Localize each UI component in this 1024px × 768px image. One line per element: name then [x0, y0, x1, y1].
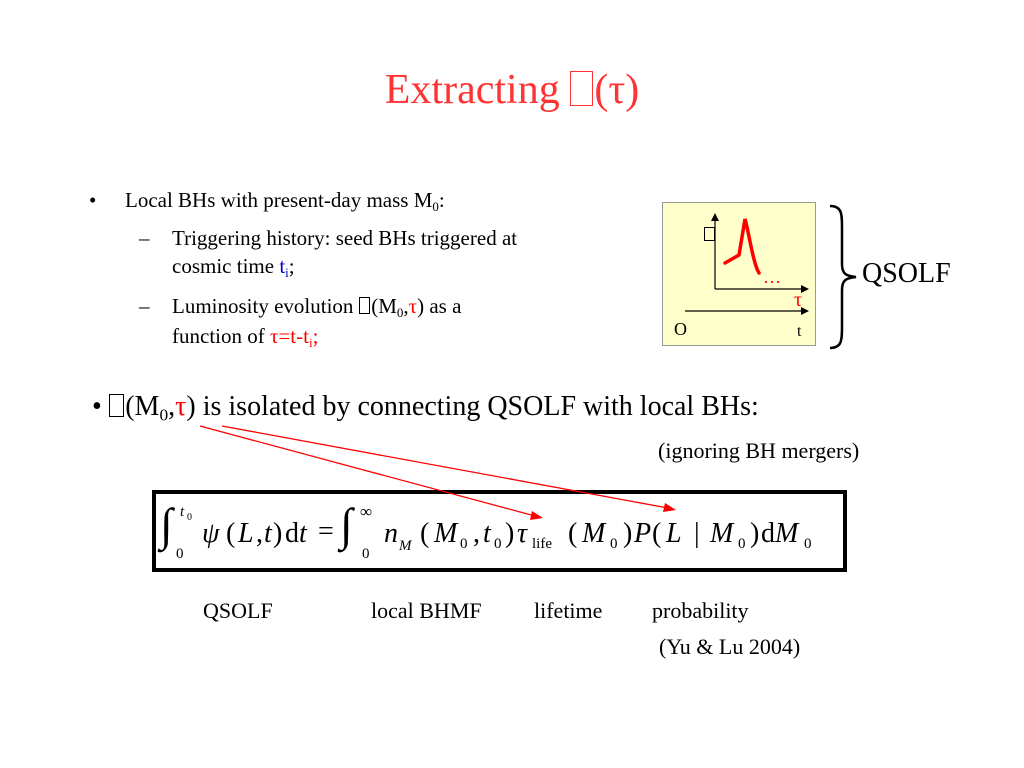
equals-sign: = [318, 516, 334, 547]
title-text: Extracting [384, 67, 571, 113]
lower-limit-zero: 0 [362, 546, 370, 562]
brace-label-qsolf: QSOLF [862, 258, 951, 289]
luminosity-curve [723, 218, 761, 275]
title-tau: τ [608, 67, 626, 113]
sub-bullet-luminosity: –Luminosity evolution (M0,τ) as a [139, 294, 462, 321]
integral-sign-left: ∫ [160, 499, 173, 550]
sub-bullet-triggering: –Triggering history: seed BHs triggered … [139, 226, 518, 250]
brace-icon [829, 204, 857, 350]
curve-dots: … [763, 267, 781, 287]
citation: (Yu & Lu 2004) [659, 634, 801, 659]
caption-lifetime: lifetime [534, 598, 603, 623]
sub-bullet-luminosity-line2: function of τ=t-ti; [172, 324, 319, 351]
sub-bullet-triggering-line2: cosmic time ti; [172, 254, 295, 281]
dash-glyph: – [139, 294, 150, 318]
psi-axis [711, 213, 809, 293]
arrow-head-probability [663, 503, 676, 512]
missing-glyph-icon [704, 227, 715, 241]
missing-glyph-icon [570, 71, 594, 106]
arrow-to-lifetime [199, 425, 536, 517]
missing-glyph-icon [358, 297, 371, 315]
bullet-glyph: • [92, 391, 102, 422]
diagram-origin-label: O [674, 319, 687, 339]
ignoring-note: (ignoring BH mergers) [658, 438, 860, 463]
bullet-glyph: • [89, 188, 97, 212]
missing-glyph-icon [108, 393, 125, 417]
slide-title: Extracting (τ) [384, 67, 640, 113]
psi-symbol: ψ [202, 518, 220, 549]
equation-box: ∫ t 0 0 ψ ( L , t ) d t = ∫ ∞ 0 n M ( M … [152, 490, 847, 572]
caption-probability: probability [652, 598, 749, 623]
upper-limit-t: t [180, 504, 185, 520]
dash-glyph: – [139, 226, 150, 250]
life-subscript: life [532, 536, 552, 552]
upper-limit-infinity: ∞ [360, 502, 373, 521]
caption-local-bhmf: local BHMF [371, 598, 482, 623]
lower-limit-zero: 0 [176, 546, 184, 562]
arrow-head-lifetime [530, 511, 543, 520]
bullet-local-bhs: •Local BHs with present-day mass M0: [89, 188, 445, 215]
conditional-bar: | [694, 518, 700, 549]
probability-P: P [634, 518, 652, 549]
caption-qsolf: QSOLF [203, 598, 273, 623]
upper-limit-sub: 0 [187, 512, 192, 523]
luminosity-diagram: … τ O t [662, 202, 816, 346]
tau-life-symbol: τ [517, 518, 528, 549]
bullet-isolated: • (M0,τ) is isolated by connecting QSOLF… [92, 391, 759, 425]
time-axis [685, 307, 809, 315]
diagram-svg: … [685, 213, 809, 315]
integral-sign-right: ∫ [340, 499, 353, 550]
diagram-tau-label: τ [794, 289, 803, 311]
arrow-to-probability [221, 425, 669, 509]
diagram-t-label: t [797, 323, 802, 340]
